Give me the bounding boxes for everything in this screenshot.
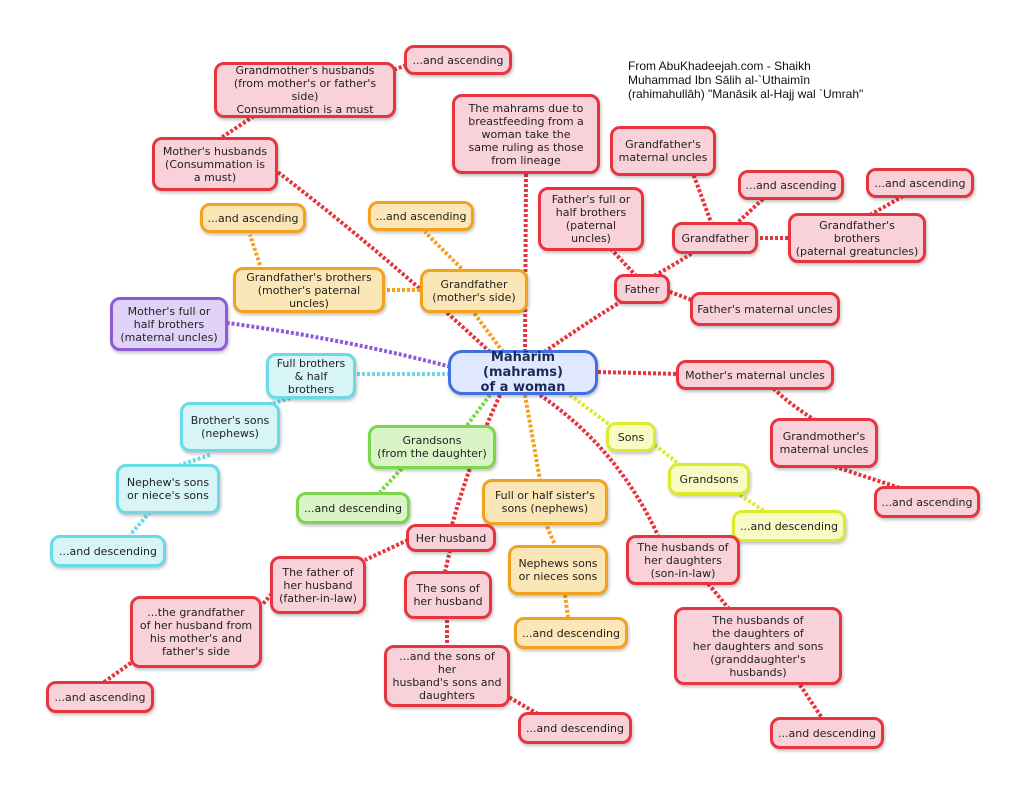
grandfathers-maternal-uncles-node: Grandfather's maternal uncles [610,126,716,176]
grandfather-mothers-side-node: Grandfather (mother's side) [420,269,528,313]
breastfeeding-node: The mahrams due to breastfeeding from a … [452,94,600,174]
link-sister-sons-children [543,521,557,546]
link-sister-sons-desc [563,594,570,618]
link-center-mat-uncles [227,321,456,370]
grandfather-in-law-ascending-node: ...and ascending [46,681,154,713]
link-husband-sons-desc [504,693,546,720]
grandfather-in-law-node: ...the grandfather of her husband from h… [130,596,262,668]
link-gf-mat-asc [423,230,467,274]
sister-sons-node: Full or half sister's sons (nephews) [482,479,608,525]
fathers-maternal-uncles-node: Father's maternal uncles [690,292,840,326]
link-husband-father-in-law [364,538,409,562]
paternal-uncles-node: Father's full or half brothers (paternal… [538,187,644,251]
husbands-grandsons-node: ...and the sons of her husband's sons an… [384,645,510,707]
grandfather-ascending-node: ...and ascending [738,170,844,200]
grandsons-node: Grandsons [668,463,750,495]
link-mothers-mat-uncles-gm [768,383,817,422]
mothers-husbands-node: Mother's husbands (Consummation is a mus… [152,137,278,191]
grandsons-from-daughter-descending-node: ...and descending [296,492,410,524]
grandmothers-maternal-uncles-node: Grandmother's maternal uncles [770,418,878,468]
link-center-sons-in-law [538,393,662,541]
link-grandsons-in-law-desc [798,683,824,720]
grandfathers-brothers-paternal-node: Grandfather's brothers (paternal greatun… [788,213,926,263]
grandfather-mothers-side-ascending-node: ...and ascending [368,201,474,231]
husbands-sons-descending-node: ...and descending [518,712,632,744]
link-grandfather-gf-mat-uncles [688,164,714,226]
father-node: Father [614,274,670,304]
link-center-sons [568,393,612,427]
grandfathers-brothers-maternal-ascending-node: ...and ascending [200,203,306,233]
husbands-sons-node: The sons of her husband [404,571,492,619]
maternal-uncles-node: Mother's full or half brothers (maternal… [110,297,228,351]
grandfathers-brothers-paternal-ascending-node: ...and ascending [866,168,974,198]
central-node: Mahārim (mahrams) of a woman [448,350,598,395]
grandmothers-maternal-uncles-ascending-node: ...and ascending [874,486,980,518]
link-gf-brothers-asc [869,193,906,217]
attribution-text: From AbuKhadeejah.com - Shaikh Muhammad … [628,59,864,101]
granddaughters-husbands-descending-node: ...and descending [770,717,884,749]
grandmothers-husbands-node: Grandmother's husbands (from mother's or… [214,62,396,118]
link-gf-in-law-asc [98,658,137,687]
sons-in-law-node: The husbands of her daughters (son-in-la… [626,535,740,585]
link-grandsons-daughter-desc [378,463,407,494]
mothers-maternal-uncles-node: Mother's maternal uncles [676,360,834,390]
brothers-sons-node: Brother's sons (nephews) [180,402,280,452]
brothers-node: Full brothers & half brothers [266,353,356,399]
her-husband-node: Her husband [406,524,496,552]
nephews-descending-node: ...and descending [50,535,166,567]
link-brothers-sons-nephews [179,453,211,467]
link-center-mothers-husbands [273,168,492,354]
link-gm-mat-uncles-asc [829,463,901,490]
granddaughters-husbands-node: The husbands of the daughters of her dau… [674,607,842,685]
sons-node: Sons [606,422,656,452]
grandfather-node: Grandfather [672,222,758,254]
grandsons-descending-node: ...and descending [732,510,846,542]
father-in-law-node: The father of her husband (father-in-law… [270,556,366,614]
grandfathers-brothers-maternal-node: Grandfather's brothers (mother's paterna… [233,267,385,313]
link-center-breastfeeding [523,169,528,353]
grandsons-from-daughter-node: Grandsons (from the daughter) [368,425,496,469]
sister-sons-children-node: Nephews sons or nieces sons [508,545,608,595]
link-center-mothers-mat-uncles [597,370,681,376]
grandmothers-husbands-ascending-node: ...and ascending [404,45,512,75]
link-husband-sons [443,549,452,573]
sister-sons-descending-node: ...and descending [514,617,628,649]
link-center-sister-sons [523,394,542,481]
link-center-grandsons-daughter [463,393,492,430]
link-father-in-law-gf [260,588,277,607]
link-nephews-desc [128,510,152,537]
link-gf-mat-brothers-asc [248,234,262,266]
link-sons-in-law-grandsons-in-law [703,578,732,612]
nephews-sons-node: Nephew's sons or niece's sons [116,464,220,514]
link-sons-grandsons [653,443,682,467]
